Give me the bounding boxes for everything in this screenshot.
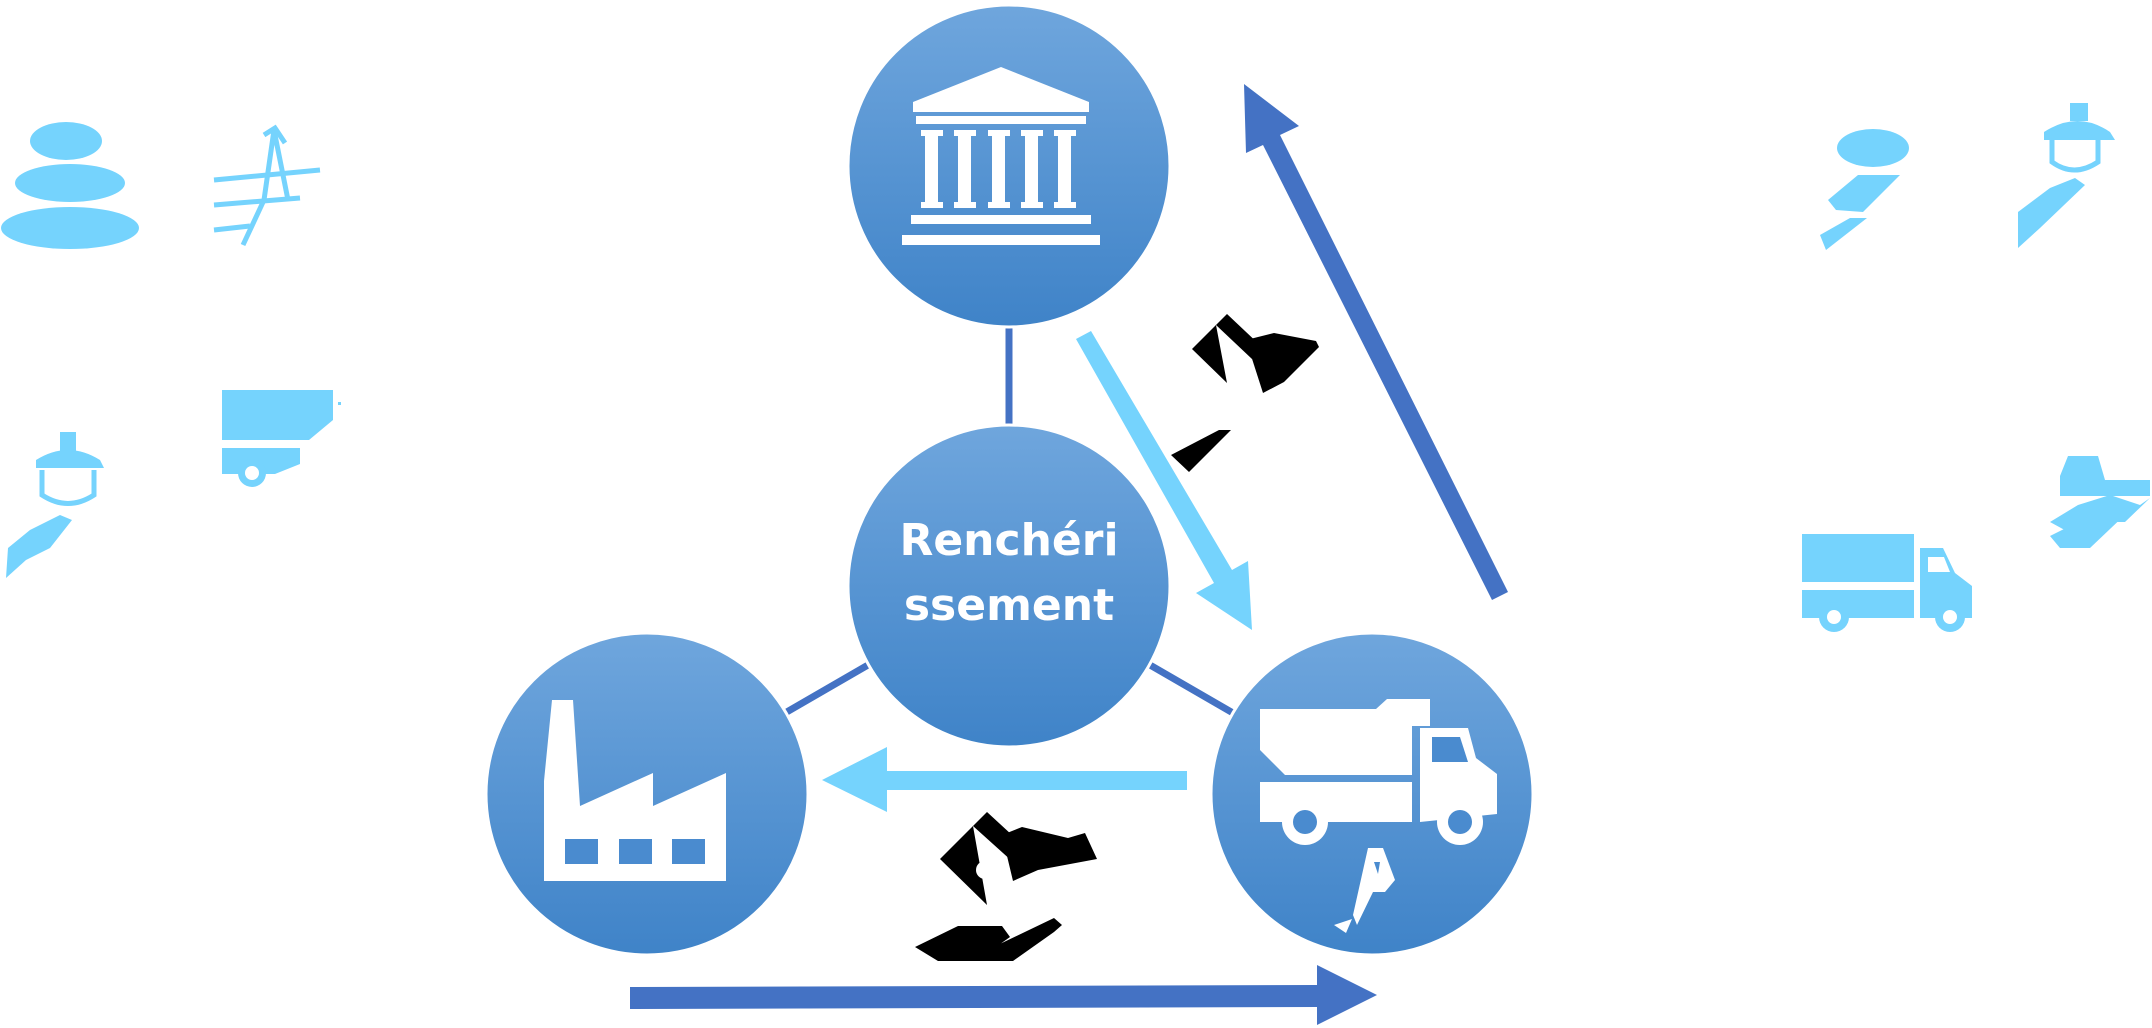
connector-lines: [783, 325, 1235, 717]
arrow-government-to-transport: [1076, 331, 1252, 630]
stones-icon: [1, 122, 139, 249]
arrow-transport-to-government: [1244, 84, 1508, 600]
pen-icon: [1334, 848, 1395, 933]
government-building-icon: [902, 67, 1100, 245]
worker-icon-right: [2018, 103, 2115, 248]
person-icon: [1820, 129, 1909, 250]
factory-icon: [544, 700, 726, 881]
node-center: [846, 423, 1172, 749]
truck-icon-right: [1802, 534, 1972, 632]
worker-icon-left: [6, 432, 104, 578]
connector-center-transport: [1148, 661, 1235, 717]
payment-icon-top: [1171, 314, 1319, 472]
power-pylon-icon: [213, 124, 321, 247]
connector-center-factory: [783, 661, 870, 717]
dump-truck-icon: [1260, 699, 1497, 845]
center-label-line2: ssement: [904, 580, 1114, 631]
car-icon: [2050, 456, 2150, 548]
payment-icon-bottom: [915, 812, 1097, 961]
arrow-factory-to-transport: [630, 965, 1377, 1025]
center-label-line1: Renchéri: [899, 515, 1118, 566]
arrow-transport-to-factory: [822, 747, 1187, 812]
node-government: [846, 3, 1172, 329]
truck-icon-left: [222, 390, 341, 487]
